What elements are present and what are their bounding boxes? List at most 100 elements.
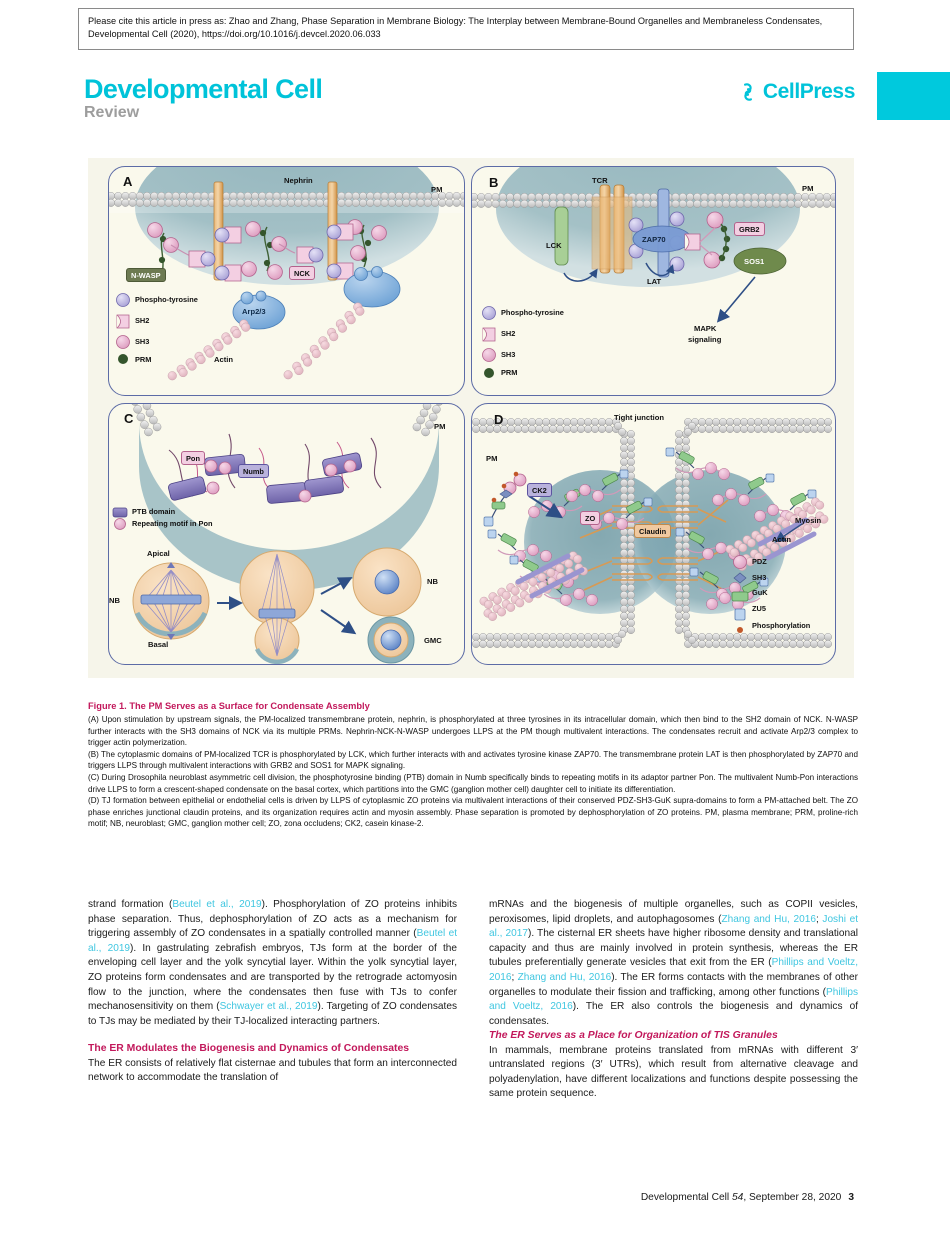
- guk-domain: [790, 492, 807, 506]
- pdz-domain: [603, 512, 615, 524]
- panel-b-signaling-label: signaling: [688, 335, 722, 344]
- pdz-domain: [712, 494, 724, 506]
- panel-d-legend-phosphorylation: Phosphorylation: [752, 621, 811, 630]
- panel-b-grb2-tag: GRB2: [734, 222, 765, 236]
- panel-d-actin-label: Actin: [772, 535, 791, 544]
- pdz-domain: [586, 594, 598, 606]
- panel-b-pm-label: PM: [802, 184, 814, 193]
- panel-d-legend-pdz: PDZ: [752, 557, 767, 566]
- panel-d-zo-tag: ZO: [580, 511, 601, 525]
- panel-d-legend-sh3: SH3: [752, 573, 767, 582]
- panel-c-gmc-label: GMC: [424, 636, 442, 645]
- pdz-domain: [705, 462, 717, 474]
- figure-caption-title: Figure 1. The PM Serves as a Surface for…: [88, 701, 370, 711]
- body-columns: strand formation (Beutel et al., 2019). …: [88, 898, 858, 1102]
- citation-link[interactable]: Phillips and Voeltz, 2016: [489, 986, 858, 1013]
- plasma-membranes-d: [472, 418, 832, 648]
- pdz-domain: [692, 468, 704, 480]
- panel-d-claudin-tag: Claudin: [634, 524, 672, 538]
- guk-domain: [500, 533, 517, 547]
- myosin-filament: [529, 567, 585, 599]
- left-paragraph-1: strand formation (Beutel et al., 2019). …: [88, 899, 458, 1027]
- guk-domain: [678, 451, 695, 465]
- panel-b-sos1-label: SOS1: [744, 257, 765, 266]
- citation-link[interactable]: Beutel et al., 2019: [88, 928, 457, 954]
- pdz-domain: [579, 484, 591, 496]
- zu5-domain: [619, 469, 629, 479]
- guk-domain: [602, 472, 619, 486]
- pdz-domain: [719, 592, 731, 604]
- zu5-domain: [675, 527, 685, 537]
- pdz-domain: [718, 468, 730, 480]
- pdz-domain: [554, 506, 566, 518]
- panel-a-label: A: [123, 174, 133, 189]
- panel-c-basal-label: Basal: [148, 640, 169, 649]
- footer-date: , September 28, 2020: [743, 1192, 842, 1203]
- panel-c-nb-right-label: NB: [427, 577, 438, 586]
- panel-c-legend-ptb: PTB domain: [132, 507, 176, 516]
- panel-a-actin-label: Actin: [214, 355, 233, 364]
- panel-c-numb-tag: Numb: [238, 464, 269, 478]
- panel-c-legend-repeating-motif: Repeating motif in Pon: [132, 519, 213, 528]
- panel-b-legend-sh3: SH3: [501, 350, 516, 359]
- actin-filaments-a: [167, 302, 365, 381]
- zu5-domain: [689, 567, 699, 577]
- guk-domain: [626, 500, 643, 514]
- panel-d-graphic: [472, 418, 832, 648]
- figure-caption: Figure 1. The PM Serves as a Surface for…: [88, 700, 858, 830]
- pdz-domain: [616, 518, 628, 530]
- cellpress-logo: CellPress: [738, 80, 855, 104]
- panel-a-arp23-label: Arp2/3: [242, 307, 266, 316]
- pdz-domain: [527, 544, 539, 556]
- panel-d-myosin-label: Myosin: [795, 516, 822, 525]
- citation-link[interactable]: Schwayer et al., 2019: [219, 1001, 318, 1013]
- pdz-domain: [754, 510, 766, 522]
- zu5-domain: [759, 577, 769, 587]
- guk-domain: [742, 580, 759, 594]
- panel-a-nwasp-tag: N-WASP: [126, 268, 166, 282]
- panel-a-legend-prm: PRM: [135, 355, 152, 364]
- pdz-domain: [560, 594, 572, 606]
- pdz-domain: [573, 588, 585, 600]
- panel-b-lck-label: LCK: [546, 241, 562, 250]
- cellpress-wordmark: CellPress: [762, 80, 856, 103]
- citation-link[interactable]: Phillips and Voeltz, 2016: [489, 957, 858, 983]
- pdz-domain: [725, 488, 737, 500]
- lipid-bilayer: [472, 193, 835, 208]
- left-column: strand formation (Beutel et al., 2019). …: [88, 898, 457, 1102]
- panel-b-graphic: [472, 167, 835, 378]
- panel-d-tight-junction-label: Tight junction: [614, 413, 665, 422]
- figure-caption-a: (A) Upon stimulation by upstream signals…: [88, 715, 858, 748]
- pdz-domain: [706, 598, 718, 610]
- panel-b-legend-phosphotyrosine: Phospho-tyrosine: [501, 308, 564, 317]
- neuroblast-division-diagram: [132, 547, 422, 664]
- figure-1: A Nephrin PM N-WASP NCK Arp2/3 Actin Pho…: [88, 158, 854, 678]
- figure-caption-d: (D) TJ formation between epithelial or e…: [88, 796, 858, 829]
- panel-b-lat-label: LAT: [647, 277, 662, 286]
- pdz-domain: [767, 504, 779, 516]
- panel-a-legend-sh2: SH2: [135, 316, 150, 325]
- arp23-complex-right: [343, 266, 401, 308]
- pdz-domain: [566, 490, 578, 502]
- citation-link[interactable]: Joshi et al., 2017: [489, 913, 858, 940]
- pdz-domain: [702, 548, 714, 560]
- panel-d-pm-label: PM: [486, 454, 498, 463]
- page-footer: Developmental Cell 54, September 28, 202…: [0, 1192, 950, 1203]
- zu5-domain: [765, 473, 775, 483]
- right-column: mRNAs and the biogenesis of multiple org…: [489, 898, 858, 1102]
- panel-a-nck-tag: NCK: [289, 266, 316, 280]
- panel-d-label: D: [494, 412, 504, 427]
- footer-volume: 54: [732, 1192, 744, 1203]
- figure-panel-a: A Nephrin PM N-WASP NCK Arp2/3 Actin Pho…: [108, 166, 465, 396]
- left-section-heading: The ER Modulates the Biogenesis and Dyna…: [88, 1043, 410, 1055]
- panel-b-zap70-label: ZAP70: [642, 235, 666, 244]
- panel-d-ck2-tag: CK2: [527, 483, 552, 497]
- panel-b-label: B: [489, 175, 499, 190]
- figure-panel-d: D Tight junction PM CK2 ZO Claudin Myosi…: [471, 403, 836, 665]
- actin-myosin-bundles: [479, 497, 829, 621]
- citation-link[interactable]: Beutel et al., 2019: [172, 899, 262, 910]
- citation-link[interactable]: Zhang and Hu, 2016: [517, 971, 612, 983]
- right-paragraph-1: mRNAs and the biogenesis of multiple org…: [489, 899, 858, 1027]
- citation-link[interactable]: Zhang and Hu, 2016: [721, 913, 816, 925]
- figure-panel-c: C PM Pon Numb Apical Basal NB NB GMC PTB…: [108, 403, 465, 665]
